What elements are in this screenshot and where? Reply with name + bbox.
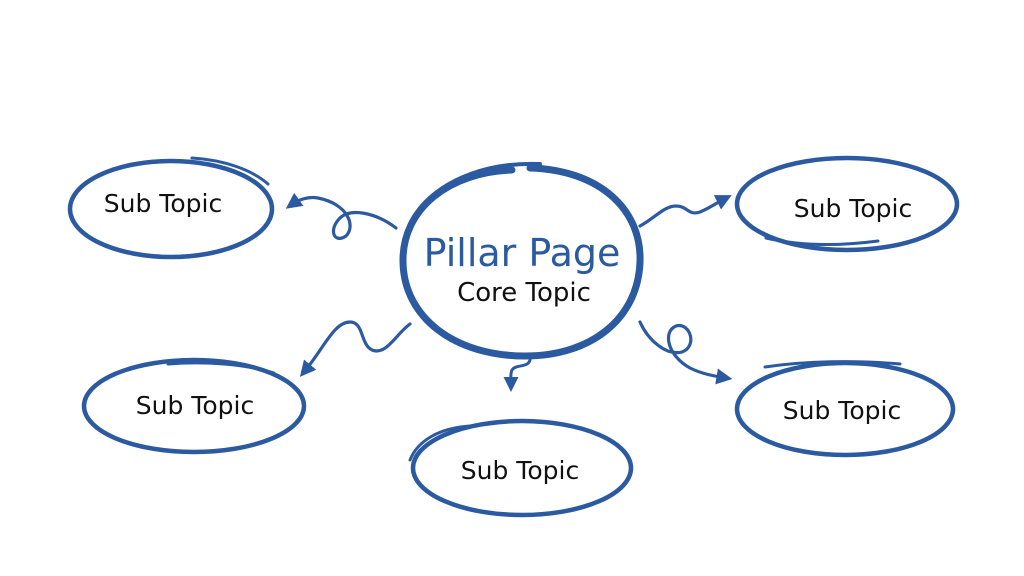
- sub-topic-overstroke: [190, 156, 270, 186]
- sub-topic-label: Sub Topic: [794, 194, 912, 223]
- sub-topic-node-bottom-right[interactable]: Sub Topic: [734, 360, 956, 458]
- pillar-circle-overstroke: [418, 161, 542, 210]
- arrow-to-top-left: [285, 192, 398, 240]
- sub-topic-label: Sub Topic: [136, 391, 254, 420]
- arrow-to-bottom-right: [638, 320, 733, 385]
- sub-topic-overstroke: [166, 361, 276, 375]
- sub-topic-ellipse: [81, 357, 307, 455]
- sub-topic-overstroke: [763, 360, 902, 369]
- sub-topic-node-bottom-left[interactable]: Sub Topic: [81, 357, 307, 455]
- pillar-node[interactable]: Pillar Page Core Topic: [399, 161, 644, 360]
- arrow-to-bottom-left: [299, 320, 412, 377]
- sub-topic-label: Sub Topic: [104, 189, 222, 218]
- arrow-to-top-right: [638, 195, 732, 228]
- sub-topic-label: Sub Topic: [461, 456, 579, 485]
- sub-topic-ellipse: [734, 360, 956, 458]
- sub-topic-overstroke: [764, 236, 880, 246]
- sub-topic-node-bottom-center[interactable]: Sub Topic: [408, 418, 634, 518]
- sub-topic-overstroke: [408, 424, 472, 462]
- pillar-title: Pillar Page: [424, 231, 621, 275]
- pillar-subtitle: Core Topic: [457, 278, 591, 308]
- sub-topic-node-top-right[interactable]: Sub Topic: [734, 155, 960, 253]
- sub-topic-label: Sub Topic: [783, 396, 901, 425]
- sub-topic-node-top-left[interactable]: Sub Topic: [67, 156, 275, 260]
- arrow-to-bottom-center: [503, 358, 532, 392]
- sub-topic-ellipse: [67, 158, 275, 260]
- sub-topic-ellipse: [734, 155, 960, 253]
- pillar-circle: [399, 164, 644, 360]
- sub-topic-ellipse: [410, 418, 634, 518]
